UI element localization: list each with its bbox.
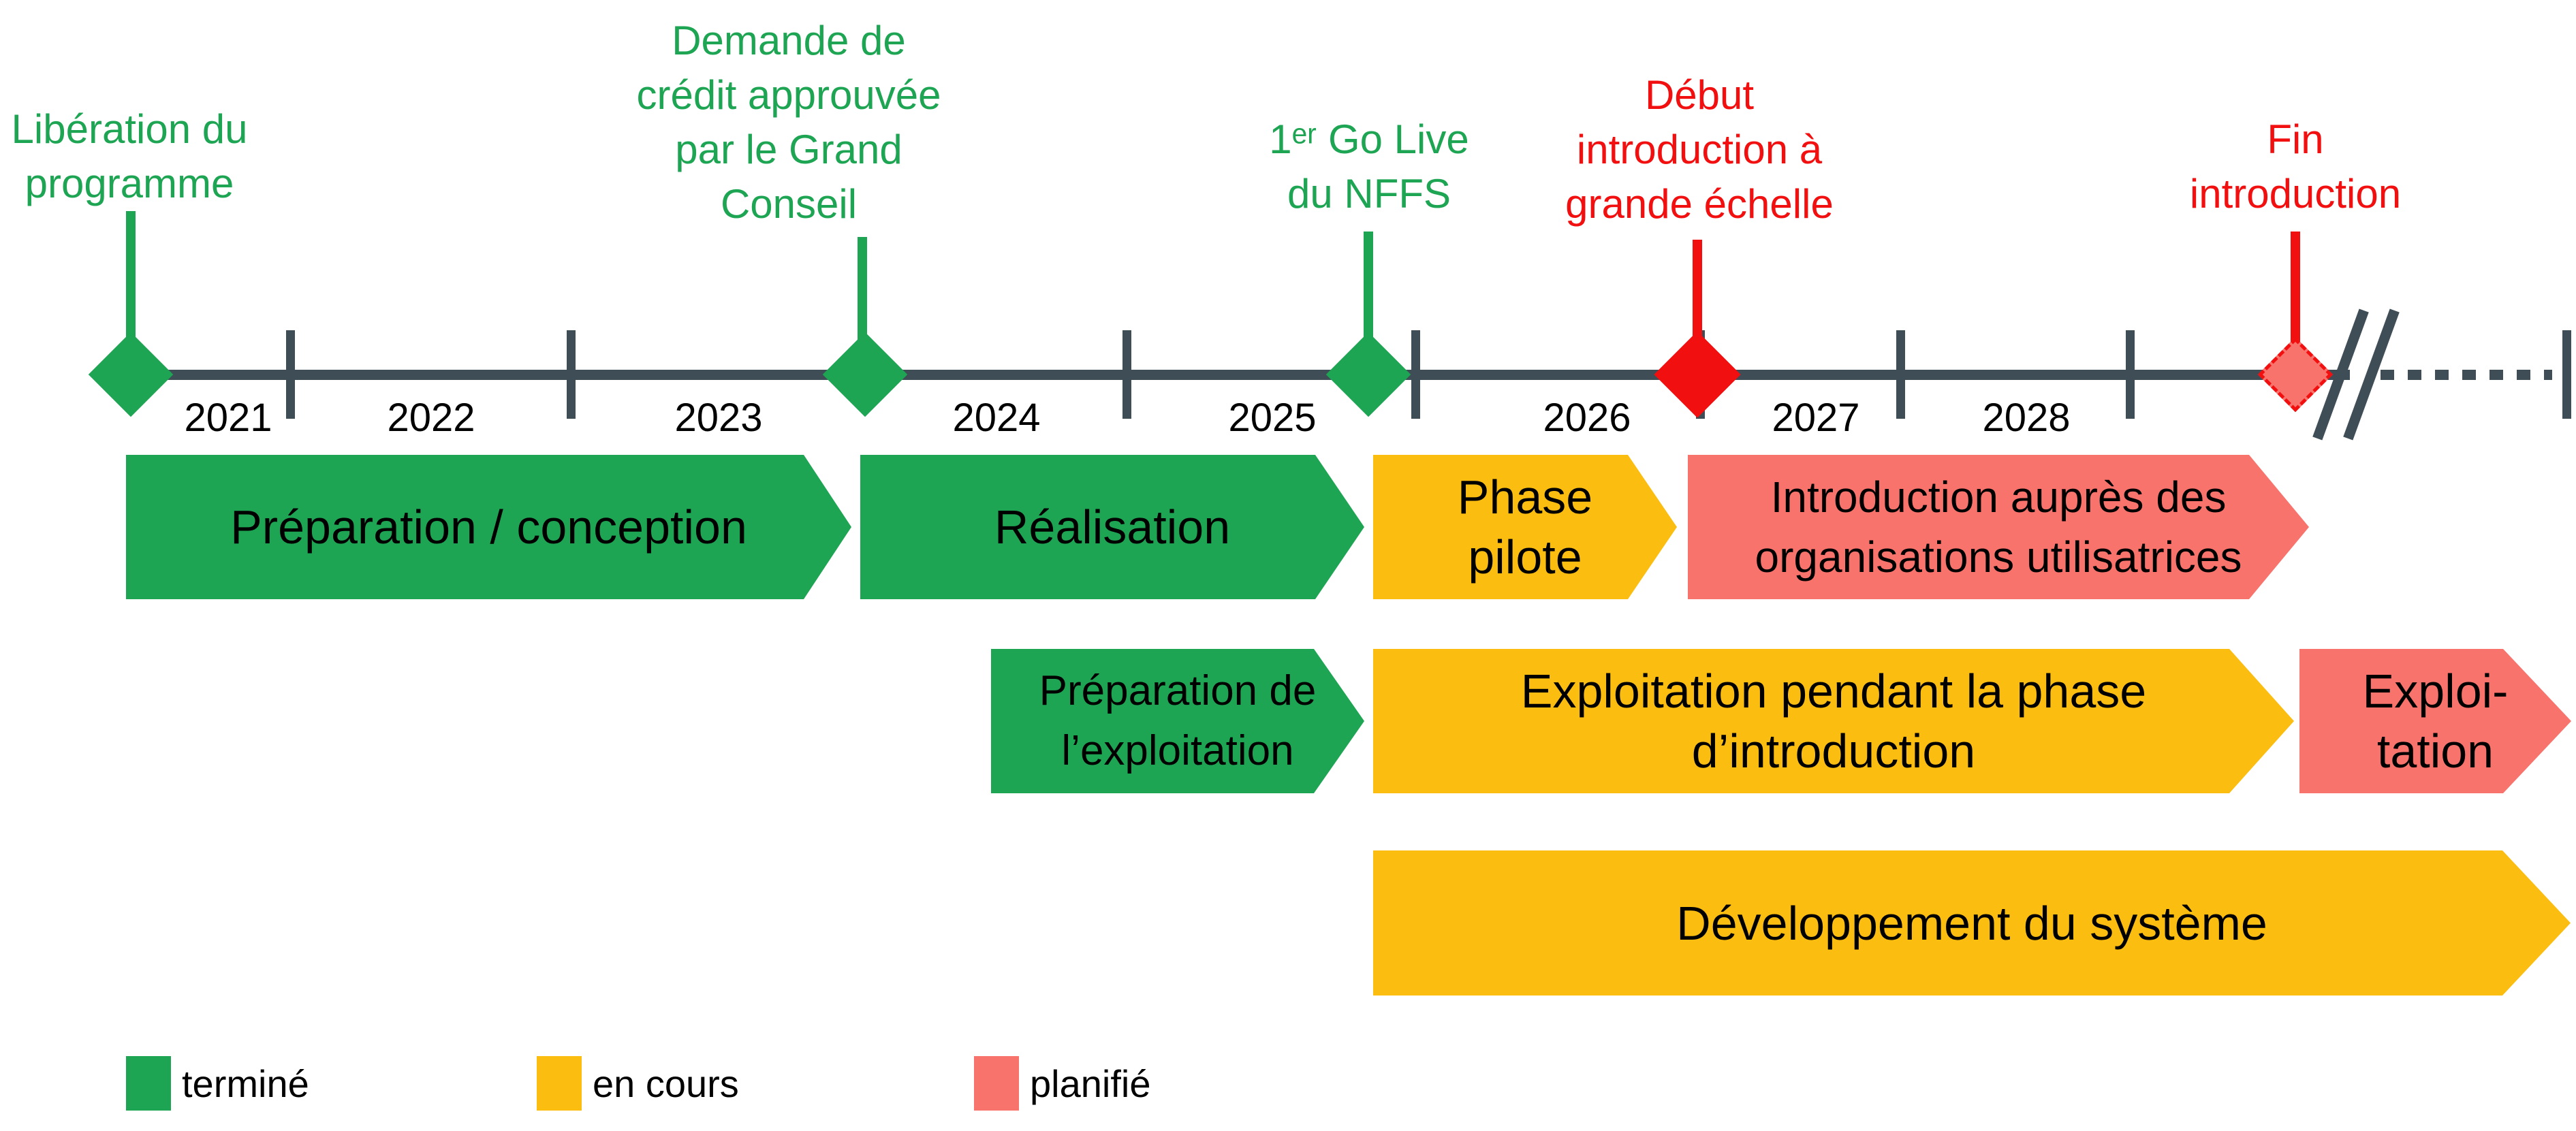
phase-arrow-developpement-systeme: Développement du système	[1373, 850, 2571, 995]
milestone-diamond-fin-introduction	[2257, 336, 2334, 413]
year-label: 2024	[952, 396, 1041, 440]
phase-arrow-exploitation-phase-introduction: Exploitation pendant la phase d’introduc…	[1373, 649, 2294, 793]
milestone-label-fin-introduction: Fin introduction	[2189, 116, 2402, 217]
milestone-diamond-go-live	[1325, 332, 1411, 417]
legend-label: en cours	[593, 1062, 739, 1105]
phase-arrow-preparation-exploitation: Préparation de l’exploitation	[991, 649, 1364, 793]
milestone-stem	[2291, 232, 2300, 343]
phase-arrow-realisation: Réalisation	[860, 455, 1364, 599]
milestone-diamond-credit-approuve	[822, 332, 908, 417]
legend-label: planifié	[1030, 1062, 1151, 1105]
phase-label: Introduction auprès des	[1770, 473, 2227, 522]
year-label: 2023	[674, 396, 763, 440]
legend-item-en-cours: en cours	[537, 1056, 739, 1111]
legend-swatch-pink	[974, 1056, 1019, 1111]
phase-label: d’introduction	[1691, 724, 1976, 778]
phase-label: pilote	[1468, 530, 1582, 584]
year-label: 2021	[184, 396, 272, 440]
phase-label: Développement du système	[1676, 896, 2267, 950]
phase-arrow-preparation-conception: Préparation / conception	[126, 455, 851, 599]
phase-label: Phase	[1457, 471, 1593, 524]
phase-label: tation	[2376, 724, 2494, 778]
milestone-label-go-live: 1ᵉʳ Go Live du NFFS	[1269, 116, 1469, 217]
legend-item-termine: terminé	[126, 1056, 309, 1111]
timeline-axis	[116, 370, 2350, 380]
year-label: 2025	[1228, 396, 1317, 440]
milestone-label-credit-approuve: Demande de crédit approuvée par le Grand…	[636, 18, 941, 227]
milestone-stem	[1693, 240, 1702, 343]
tick-2025-2026	[1411, 330, 1420, 419]
legend-item-planifie: planifié	[974, 1056, 1150, 1111]
year-label: 2027	[1772, 396, 1860, 440]
year-label: 2028	[1982, 396, 2071, 440]
phase-arrow-phase-pilote: Phase pilote	[1373, 455, 1677, 599]
tick-2028-end	[2126, 330, 2135, 419]
tick-axis-end	[2562, 330, 2571, 419]
tick-2022-2023	[567, 330, 576, 419]
phase-label: Exploitation pendant la phase	[1520, 665, 2147, 718]
year-label: 2026	[1543, 396, 1631, 440]
phase-label: Préparation de	[1039, 667, 1317, 714]
legend-swatch-green	[126, 1056, 171, 1111]
milestone-label-debut-introduction: Début introduction à grande échelle	[1565, 72, 1834, 227]
phase-label: Préparation / conception	[230, 500, 747, 554]
legend-swatch-yellow	[537, 1056, 582, 1111]
phase-arrow-introduction-organisations: Introduction auprès des organisations ut…	[1688, 455, 2309, 599]
milestone-stem	[1364, 232, 1373, 343]
milestone-diamond-debut-introduction	[1654, 331, 1741, 418]
timeline-dotted-extension	[2381, 370, 2552, 380]
milestone-stem	[858, 237, 867, 343]
tick-2024-2025	[1122, 330, 1131, 419]
phase-arrow-exploitation: Exploi- tation	[2299, 649, 2571, 793]
phase-label: Exploi-	[2362, 665, 2509, 718]
phase-label: l’exploitation	[1061, 727, 1294, 774]
milestone-diamond-liberation-programme	[88, 332, 174, 417]
tick-2027-2028	[1896, 330, 1905, 419]
milestone-label-liberation-programme: Libération du programme	[11, 106, 248, 206]
phase-label: Réalisation	[994, 500, 1231, 554]
legend-label: terminé	[182, 1062, 309, 1105]
phase-label: organisations utilisatrices	[1755, 532, 2242, 582]
tick-2021-2022	[286, 330, 295, 419]
milestone-stem	[126, 211, 136, 345]
year-label: 2022	[387, 396, 475, 440]
